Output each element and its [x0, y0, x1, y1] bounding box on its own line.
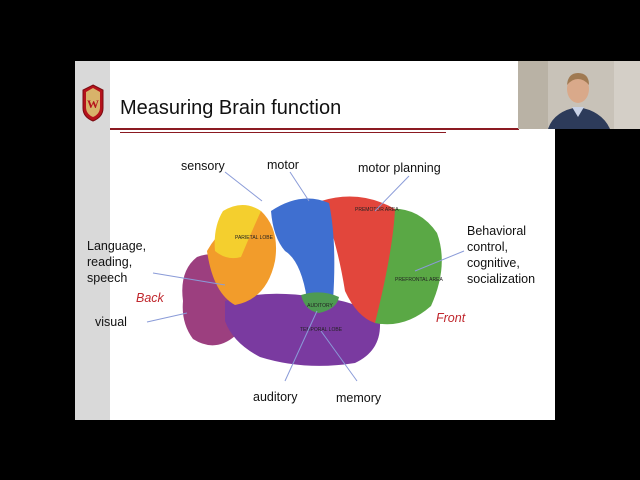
label-visual: visual: [95, 315, 127, 329]
webcam-thumbnail: [518, 61, 640, 129]
title-divider: [110, 128, 519, 130]
label-language: Language, reading, speech: [87, 238, 146, 286]
label-sensory: sensory: [181, 159, 225, 173]
label-motor: motor: [267, 158, 299, 172]
slide-title: Measuring Brain function: [120, 97, 342, 119]
auditory-leader: [284, 310, 318, 382]
motor-planning-leader: [374, 175, 410, 212]
premotor-area: [321, 196, 395, 323]
label-behavioral: Behavioral control, cognitive, socializa…: [467, 223, 535, 287]
svg-text:AUDITORY: AUDITORY: [307, 303, 333, 309]
label-behavioral-line: control,: [467, 240, 508, 254]
auditory-cortex: [301, 292, 339, 313]
motor-leader: [289, 171, 310, 202]
label-front: Front: [436, 311, 466, 325]
label-language-line: Language,: [87, 239, 147, 253]
label-motor-planning: motor planning: [358, 161, 441, 175]
label-behavioral-line: cognitive,: [467, 256, 520, 270]
sensory-leader: [224, 171, 263, 202]
language-leader: [152, 272, 226, 286]
label-language-line: speech: [87, 271, 128, 285]
label-auditory: auditory: [253, 390, 298, 404]
auxiliary-cortex: [214, 205, 261, 259]
label-language-line: reading,: [87, 255, 133, 269]
svg-text:PARIETAL LOBE: PARIETAL LOBE: [235, 235, 274, 241]
svg-text:PREFRONTAL AREA: PREFRONTAL AREA: [395, 277, 443, 283]
visual-leader: [146, 312, 188, 323]
label-behavioral-line: socialization: [467, 272, 536, 286]
title-subdivider: [120, 132, 446, 133]
label-back: Back: [136, 291, 164, 305]
presenter-video-icon: [518, 61, 640, 129]
university-crest-logo: W: [82, 84, 104, 122]
behavioral-leader: [414, 250, 465, 272]
temporal-lobe: [225, 293, 381, 366]
memory-leader: [320, 330, 358, 382]
svg-text:W: W: [87, 97, 99, 111]
label-memory: memory: [336, 391, 382, 405]
presentation-slide: W Measuring Brain function AUDITORY PREM…: [75, 61, 555, 420]
brain-illustration: AUDITORY PREMOTOR AREA PARIETAL LOBE PRE…: [146, 171, 465, 382]
svg-text:PREMOTOR AREA: PREMOTOR AREA: [355, 207, 399, 213]
svg-text:TEMPORAL LOBE: TEMPORAL LOBE: [300, 327, 343, 333]
label-behavioral-line: Behavioral: [467, 224, 527, 238]
motor-cortex: [271, 198, 335, 305]
